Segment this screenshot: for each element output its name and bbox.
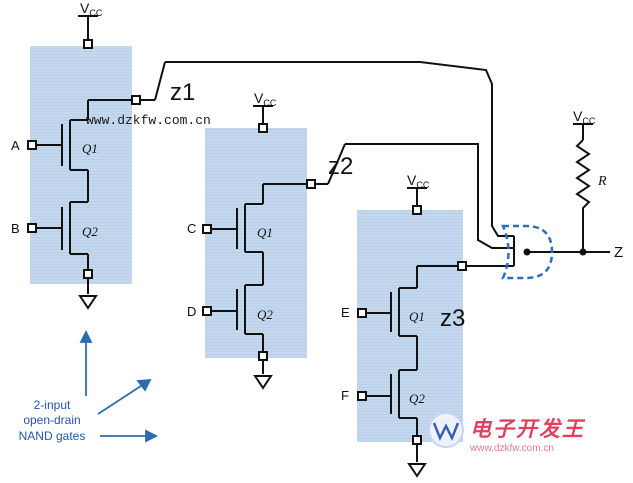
wires <box>33 15 610 462</box>
vcc-label-1: VCC <box>80 0 103 18</box>
q1-label-gate1: Q1 <box>82 141 98 156</box>
annotation-line-2: open-drain <box>23 413 80 427</box>
q2-label-gate3: Q2 <box>409 391 425 406</box>
gate-box-2 <box>205 128 307 358</box>
input-b-label: B <box>11 221 20 236</box>
vcc-label-pullup: VCC <box>573 108 596 126</box>
input-d-label: D <box>187 304 196 319</box>
z2-label: z2 <box>328 153 353 180</box>
brand-url: www.dzkfw.com.cn <box>469 443 554 454</box>
watermark-url: www.dzkfw.com.cn <box>86 113 211 128</box>
vcc-label-2: VCC <box>254 90 277 108</box>
z3-label: z3 <box>440 305 465 332</box>
q2-label-gate1: Q2 <box>82 224 98 239</box>
terminals <box>27 39 467 445</box>
annotation-text: 2-input open-drain NAND gates <box>19 398 86 443</box>
resistor-label: R <box>597 174 607 189</box>
junction-dots <box>523 248 587 256</box>
brand-logo-icon <box>428 412 464 448</box>
input-c-label: C <box>187 221 196 236</box>
output-z-label: Z <box>614 244 623 261</box>
input-e-label: E <box>341 305 350 320</box>
gate-box-3 <box>357 210 463 442</box>
q2-label-gate2: Q2 <box>257 307 273 322</box>
q1-label-gate3: Q1 <box>409 309 425 324</box>
vcc-label-3: VCC <box>407 172 430 190</box>
gate-box-1 <box>30 46 132 284</box>
brand-name: 电子开发王 <box>470 417 586 441</box>
q1-label-gate2: Q1 <box>257 225 273 240</box>
input-a-label: A <box>11 138 20 153</box>
z1-label: z1 <box>170 79 195 106</box>
input-f-label: F <box>341 388 349 403</box>
ground-symbols <box>78 295 427 478</box>
annotation-line-3: NAND gates <box>19 429 86 443</box>
annotation-line-1: 2-input <box>34 398 71 412</box>
annotation-arrows <box>79 329 159 443</box>
brand-watermark: 电子开发王 www.dzkfw.com.cn <box>428 412 586 454</box>
or-gate-dashed <box>501 224 554 280</box>
